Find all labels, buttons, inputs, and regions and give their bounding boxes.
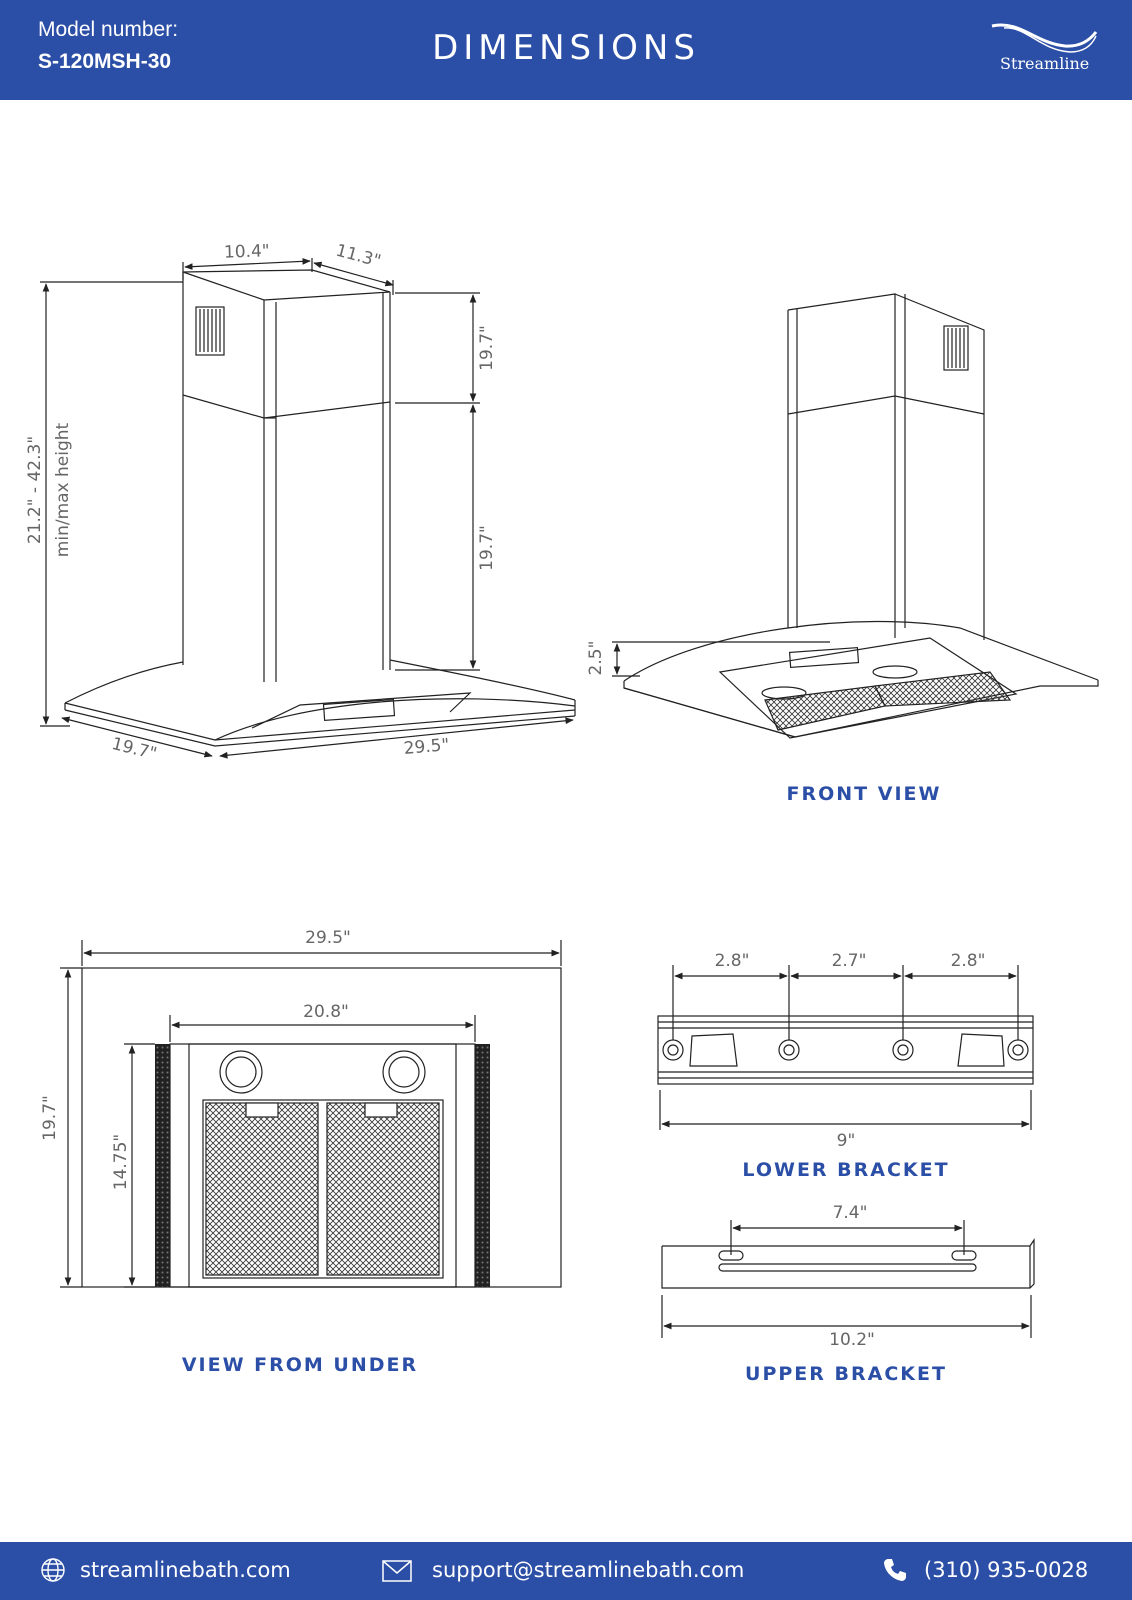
dim-chimney-width: 10.4" — [224, 241, 270, 263]
dim-upper-length: 10.2" — [829, 1330, 875, 1350]
caption-front-view: FRONT VIEW — [786, 783, 942, 805]
globe-icon — [41, 1558, 65, 1582]
dimension-labels: 10.4" 11.3" 19.7" 19.7" 21.2" - 42.3" mi… — [25, 241, 985, 1350]
dim-lower-spacing-left: 2.8" — [715, 951, 750, 971]
model-label: Model number: — [38, 18, 179, 41]
caption-view-from-under: VIEW FROM UNDER — [181, 1354, 419, 1376]
caption-lower-bracket: LOWER BRACKET — [742, 1159, 950, 1181]
footer-bar — [0, 1542, 1132, 1600]
footer-email[interactable]: support@streamlinebath.com — [432, 1558, 745, 1582]
dim-lower-spacing-right: 2.8" — [951, 951, 986, 971]
footer-phone[interactable]: (310) 935-0028 — [924, 1558, 1089, 1582]
caption-upper-bracket: UPPER BRACKET — [745, 1363, 947, 1385]
dim-canopy-thickness: 2.5" — [586, 641, 606, 676]
streamline-logo-icon — [991, 23, 1098, 53]
footer-website[interactable]: streamlinebath.com — [80, 1558, 291, 1582]
dim-under-width: 29.5" — [305, 928, 351, 948]
mail-icon — [382, 1560, 412, 1582]
dim-under-depth: 19.7" — [40, 1095, 60, 1141]
upper-bracket-drawing — [661, 1220, 1035, 1338]
lower-bracket-drawing — [657, 965, 1034, 1130]
dim-lower-length: 9" — [837, 1131, 856, 1151]
dim-overall-height: 21.2" - 42.3" — [25, 436, 45, 544]
dim-height-note: min/max height — [53, 422, 73, 557]
dim-upper-slot-spacing: 7.4" — [833, 1203, 868, 1223]
front-view-drawing — [612, 293, 1099, 739]
header-bar — [0, 0, 1132, 100]
under-view-drawing — [60, 940, 562, 1288]
dim-lower-chimney-height: 19.7" — [477, 525, 497, 571]
iso-view-drawing — [40, 258, 576, 759]
dim-under-inner-width: 20.8" — [303, 1002, 349, 1022]
dim-hood-width: 29.5" — [403, 735, 450, 759]
dim-hood-depth: 19.7" — [110, 734, 159, 764]
dim-upper-chimney-height: 19.7" — [477, 325, 497, 371]
logo-text: Streamline — [1000, 54, 1090, 73]
bracket-holes — [662, 1039, 1029, 1061]
page-title: DIMENSIONS — [432, 28, 700, 68]
dim-lower-spacing-middle: 2.7" — [832, 951, 867, 971]
dim-chimney-depth: 11.3" — [334, 241, 383, 272]
dim-under-inner-depth: 14.75" — [111, 1134, 131, 1191]
phone-icon — [884, 1559, 906, 1581]
model-number: S-120MSH-30 — [38, 50, 172, 73]
